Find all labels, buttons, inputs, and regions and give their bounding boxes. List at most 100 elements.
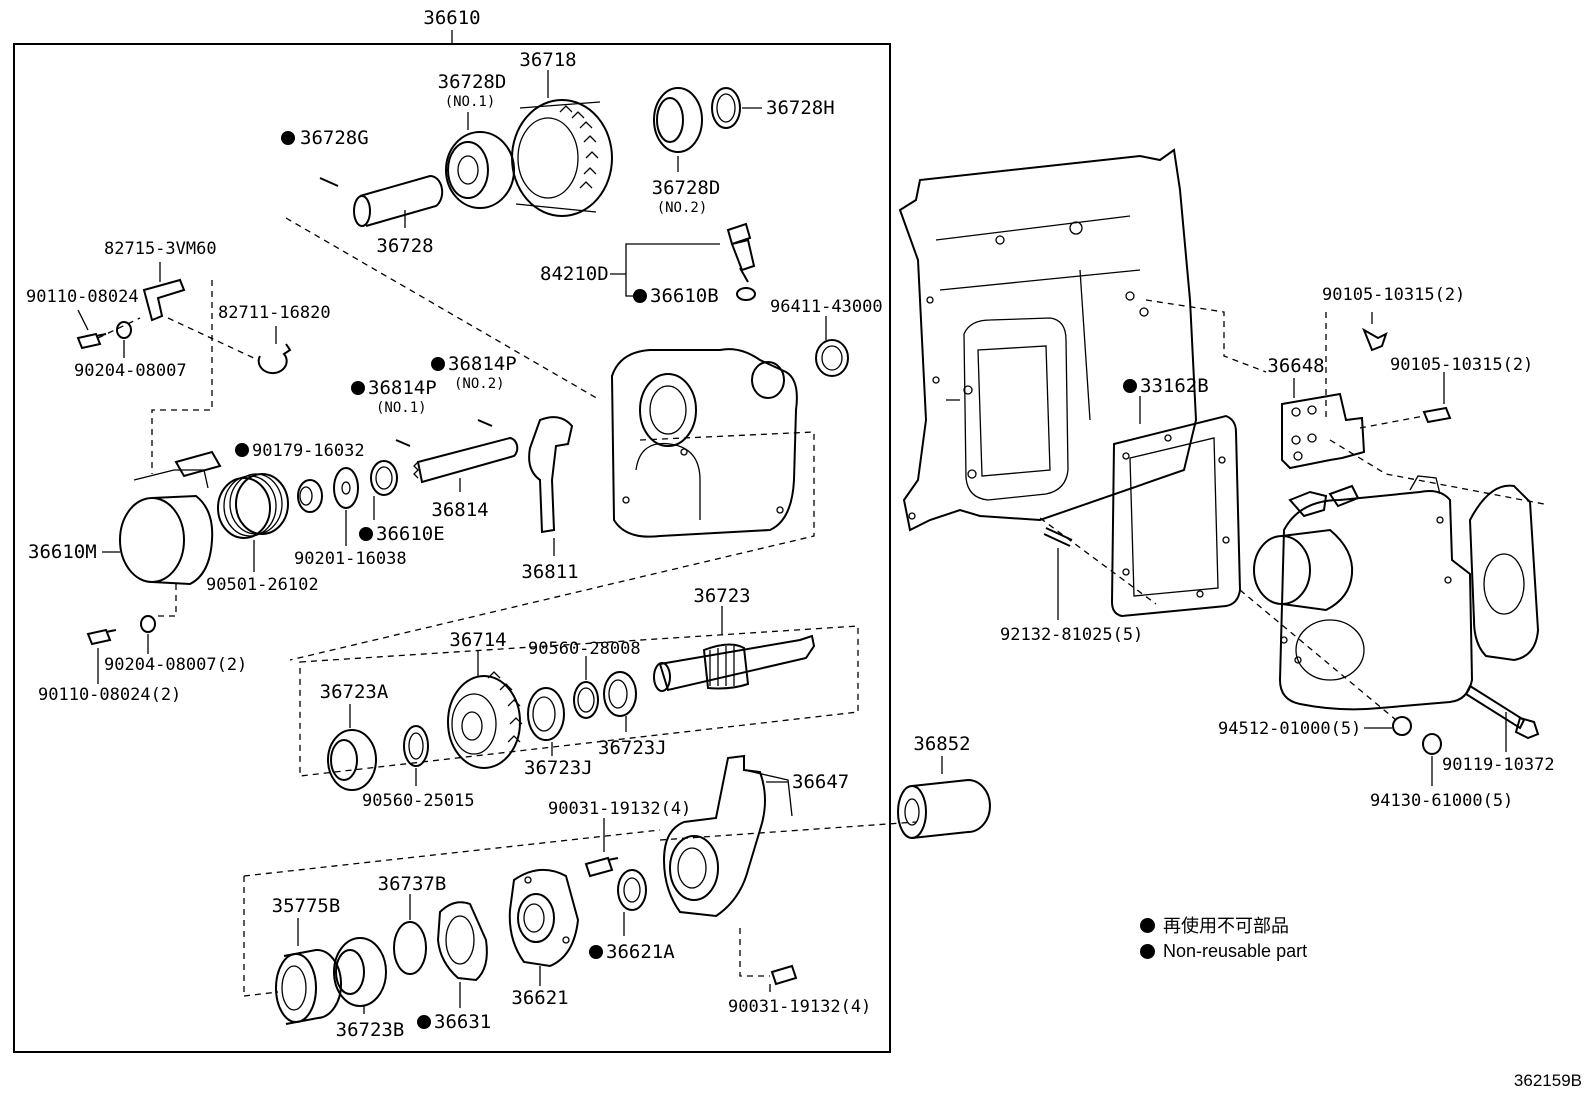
bolt-90110-b: 90110-08024(2): [38, 628, 181, 705]
non-reusable-marker: [1123, 379, 1137, 393]
fork-36811: 36811: [521, 416, 579, 583]
seal-36610E: 36610E: [359, 460, 445, 545]
svg-text:36610E: 36610E: [376, 523, 445, 545]
switch-84210D: 84210D 36610B: [540, 222, 756, 307]
shaft-36728: 36728: [353, 174, 444, 257]
svg-text:36728G: 36728G: [300, 127, 369, 149]
ring-90560-a: 90560-28008: [528, 639, 641, 719]
non-reusable-marker: [431, 357, 445, 371]
drawing-code: 362159B: [1513, 1071, 1582, 1090]
svg-text:36723J: 36723J: [524, 757, 593, 779]
svg-text:90031-19132(4): 90031-19132(4): [728, 997, 871, 1017]
ring-90560-b: 90560-25015: [362, 725, 475, 811]
svg-text:36728D: 36728D: [652, 177, 721, 199]
svg-text:(NO.2): (NO.2): [454, 376, 505, 392]
bracket-82715: 82715-3VM60: [104, 239, 217, 474]
bolt-90105-b: 90105-10315(2): [1359, 355, 1533, 429]
washer-90204-b: 90204-08007(2): [104, 584, 247, 675]
flange-36647: 36647: [662, 754, 849, 918]
sleeve-36852: 36852: [897, 733, 991, 839]
assembled-unit: [1239, 475, 1540, 721]
non-reusable-dot-icon: [1140, 917, 1155, 933]
gasket-36631: 36631: [417, 901, 491, 1033]
svg-text:36728D: 36728D: [438, 71, 507, 93]
svg-text:90179-16032: 90179-16032: [252, 441, 365, 461]
bearing-35775B: 35775B: [272, 895, 342, 1025]
washer-36728H: 36728H: [711, 87, 835, 129]
clip-82711: 82711-16820: [167, 303, 331, 375]
svg-text:36728: 36728: [376, 235, 433, 257]
svg-text:90105-10315(2): 90105-10315(2): [1390, 355, 1533, 375]
actuator-36610M: 36610M: [28, 450, 222, 586]
svg-text:36647: 36647: [792, 771, 849, 793]
svg-text:36723J: 36723J: [598, 737, 667, 759]
svg-text:82711-16820: 82711-16820: [218, 303, 331, 323]
svg-text:36814: 36814: [431, 499, 488, 521]
svg-text:90560-28008: 90560-28008: [528, 639, 641, 659]
housing: [610, 348, 798, 538]
non-reusable-marker: [417, 1015, 431, 1029]
assembly-number-label: 36610: [423, 7, 480, 29]
gasket-33162B: 33162B: [1110, 375, 1242, 618]
stud-92132: 92132-81025(5): [1000, 527, 1143, 645]
legend-text-jp: 再使用不可部品: [1163, 916, 1289, 936]
collar-90179: 90179-16032: [235, 441, 365, 513]
transmission-case: [898, 148, 1267, 605]
svg-text:36814P: 36814P: [368, 377, 437, 399]
bearing-36723A: 36723A: [320, 681, 389, 791]
non-reusable-marker: [351, 381, 365, 395]
washer-90204-a: 90204-08007: [74, 321, 187, 381]
bearing-36723J-a: 36723J: [598, 671, 667, 759]
bolt-90110-a: 90110-08024: [26, 287, 141, 350]
bearing-36723B: 36723B: [333, 937, 405, 1041]
non-reusable-marker: [281, 131, 295, 145]
svg-text:(NO.1): (NO.1): [376, 400, 427, 416]
svg-text:94130-61000(5): 94130-61000(5): [1370, 791, 1513, 811]
shaft-36723: 36723: [653, 585, 816, 692]
bolt-90105-a: 90105-10315(2): [1322, 285, 1465, 420]
ring-36737B: 36737B: [378, 873, 447, 975]
svg-text:90201-16038: 90201-16038: [294, 549, 407, 569]
legend-row-jp: 再使用不可部品: [1140, 912, 1307, 938]
svg-text:96411-43000: 96411-43000: [770, 297, 883, 317]
svg-text:90110-08024: 90110-08024: [26, 287, 139, 307]
bearing-36723J-b: 36723J: [524, 687, 593, 779]
svg-text:90560-25015: 90560-25015: [362, 791, 475, 811]
svg-text:82715-3VM60: 82715-3VM60: [104, 239, 217, 259]
svg-text:33162B: 33162B: [1140, 375, 1209, 397]
svg-text:36723A: 36723A: [320, 681, 389, 703]
legend: 再使用不可部品 Non-reusable part: [1140, 912, 1307, 964]
non-reusable-marker: [633, 289, 647, 303]
svg-text:90105-10315(2): 90105-10315(2): [1322, 285, 1465, 305]
assembly-frame: 36610: [13, 7, 891, 1053]
svg-text:36610M: 36610M: [28, 541, 97, 563]
svg-text:36621A: 36621A: [606, 941, 675, 963]
svg-text:90110-08024(2): 90110-08024(2): [38, 685, 181, 705]
bearing-36728D-no1: 36728D (NO.1): [438, 71, 515, 209]
svg-text:90204-08007(2): 90204-08007(2): [104, 655, 247, 675]
gear-36714: 36714: [447, 629, 523, 769]
svg-text:36621: 36621: [511, 987, 568, 1009]
pin-36814P-no1: 36814P (NO.1): [351, 377, 437, 447]
nut-94130: 94130-61000(5): [1370, 733, 1513, 811]
gear-36718: 36718: [511, 49, 613, 217]
nut-94512: 94512-01000(5): [1218, 716, 1412, 739]
pin-36728G: 36728G: [281, 127, 369, 187]
non-reusable-dot-icon: [1140, 943, 1155, 959]
svg-text:36610B: 36610B: [650, 285, 719, 307]
svg-text:36811: 36811: [521, 561, 578, 583]
shaft-36814: 36814: [413, 436, 519, 521]
retainer-36621: 36621: [508, 869, 580, 1009]
washer-90201: 90201-16038: [294, 467, 407, 569]
svg-text:36728H: 36728H: [766, 97, 835, 119]
non-reusable-marker: [589, 945, 603, 959]
svg-text:94512-01000(5): 94512-01000(5): [1218, 719, 1361, 739]
legend-text-en: Non-reusable part: [1163, 940, 1308, 961]
seal-36621A: 36621A: [589, 869, 675, 963]
svg-text:(NO.2): (NO.2): [657, 200, 708, 216]
non-reusable-marker: [359, 527, 373, 541]
svg-text:36737B: 36737B: [378, 873, 447, 895]
svg-text:90031-19132(4): 90031-19132(4): [548, 799, 691, 819]
svg-text:36723B: 36723B: [336, 1019, 405, 1041]
